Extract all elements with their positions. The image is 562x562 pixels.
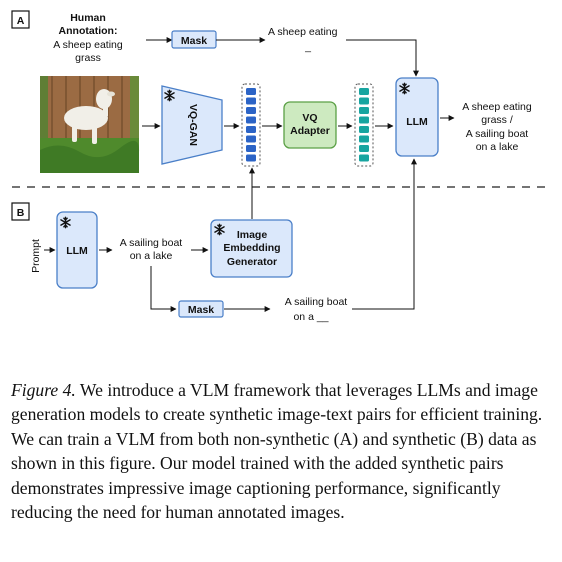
svg-text:Adapter: Adapter <box>290 125 330 137</box>
image-token <box>246 126 256 133</box>
llm-box-a: LLM <box>395 77 439 157</box>
generated-caption: A sailing boat on a lake <box>120 237 183 262</box>
section-a-label: A <box>17 15 25 27</box>
image-token <box>246 107 256 114</box>
svg-text:A sheep eating: A sheep eating <box>268 26 338 38</box>
prompt-label: Prompt <box>30 239 42 273</box>
adapted-token <box>359 116 369 124</box>
svg-text:on a lake: on a lake <box>476 141 519 153</box>
adapted-token <box>359 107 369 114</box>
adapted-token <box>359 154 369 162</box>
image-token <box>246 145 256 152</box>
image-token-column <box>241 83 261 167</box>
adapted-token <box>359 145 369 152</box>
svg-text:A sheep eating: A sheep eating <box>462 101 532 113</box>
caption-text: We introduce a VLM framework that levera… <box>11 380 543 523</box>
caption-label: Figure 4. <box>11 380 76 400</box>
adapted-token <box>359 126 369 133</box>
mask-box-bottom: Mask <box>178 300 224 318</box>
svg-text:on a lake: on a lake <box>130 250 173 262</box>
mask-box-top: Mask <box>171 30 217 49</box>
svg-text:A sheep eating: A sheep eating <box>53 39 123 51</box>
masked-text-bottom: A sailing boat on a __ <box>285 296 348 323</box>
vq-adapter-box: VQ Adapter <box>283 101 337 149</box>
llm-box-b: LLM <box>56 211 98 289</box>
svg-text:_: _ <box>304 41 311 53</box>
human-annotation: Human Annotation: A sheep eating grass <box>53 12 123 64</box>
svg-text:on a __: on a __ <box>293 311 328 323</box>
image-embedding-generator-box: Image Embedding Generator <box>210 219 293 278</box>
image-token <box>246 97 256 105</box>
svg-text:LLM: LLM <box>66 245 88 257</box>
svg-text:grass /: grass / <box>481 114 513 126</box>
sheep-photo <box>40 76 140 173</box>
svg-text:Annotation:: Annotation: <box>59 25 118 37</box>
svg-text:Image: Image <box>237 229 268 241</box>
svg-text:Generator: Generator <box>227 256 277 268</box>
svg-text:A sailing boat: A sailing boat <box>285 296 348 308</box>
section-b-label-box: B <box>11 202 30 221</box>
adapted-token <box>359 88 369 95</box>
svg-text:grass: grass <box>75 52 101 64</box>
svg-text:VQ: VQ <box>302 112 317 124</box>
image-token <box>246 88 256 95</box>
svg-text:A sailing boat: A sailing boat <box>466 128 529 140</box>
adapted-token-column <box>354 83 374 167</box>
svg-text:VQ-GAN: VQ-GAN <box>187 104 199 146</box>
image-token <box>246 135 256 143</box>
image-token <box>246 154 256 162</box>
svg-text:A sailing boat: A sailing boat <box>120 237 183 249</box>
svg-text:Mask: Mask <box>188 304 214 316</box>
masked-text-top: A sheep eating _ <box>268 26 338 53</box>
vq-gan-box: VQ-GAN <box>161 85 223 165</box>
section-a-label-box: A <box>11 10 30 29</box>
image-token <box>246 116 256 124</box>
svg-text:LLM: LLM <box>406 116 428 128</box>
figure-caption: Figure 4. We introduce a VLM framework t… <box>11 378 556 524</box>
adapted-token <box>359 135 369 143</box>
adapted-token <box>359 97 369 105</box>
svg-text:Human: Human <box>70 12 106 24</box>
svg-text:Mask: Mask <box>181 35 207 47</box>
svg-text:Embedding: Embedding <box>223 242 280 254</box>
section-b-label: B <box>17 207 25 219</box>
framework-diagram: A Human Annotation: A sheep eating grass… <box>11 10 550 323</box>
llm-output-text: A sheep eating grass / A sailing boat on… <box>462 101 532 153</box>
